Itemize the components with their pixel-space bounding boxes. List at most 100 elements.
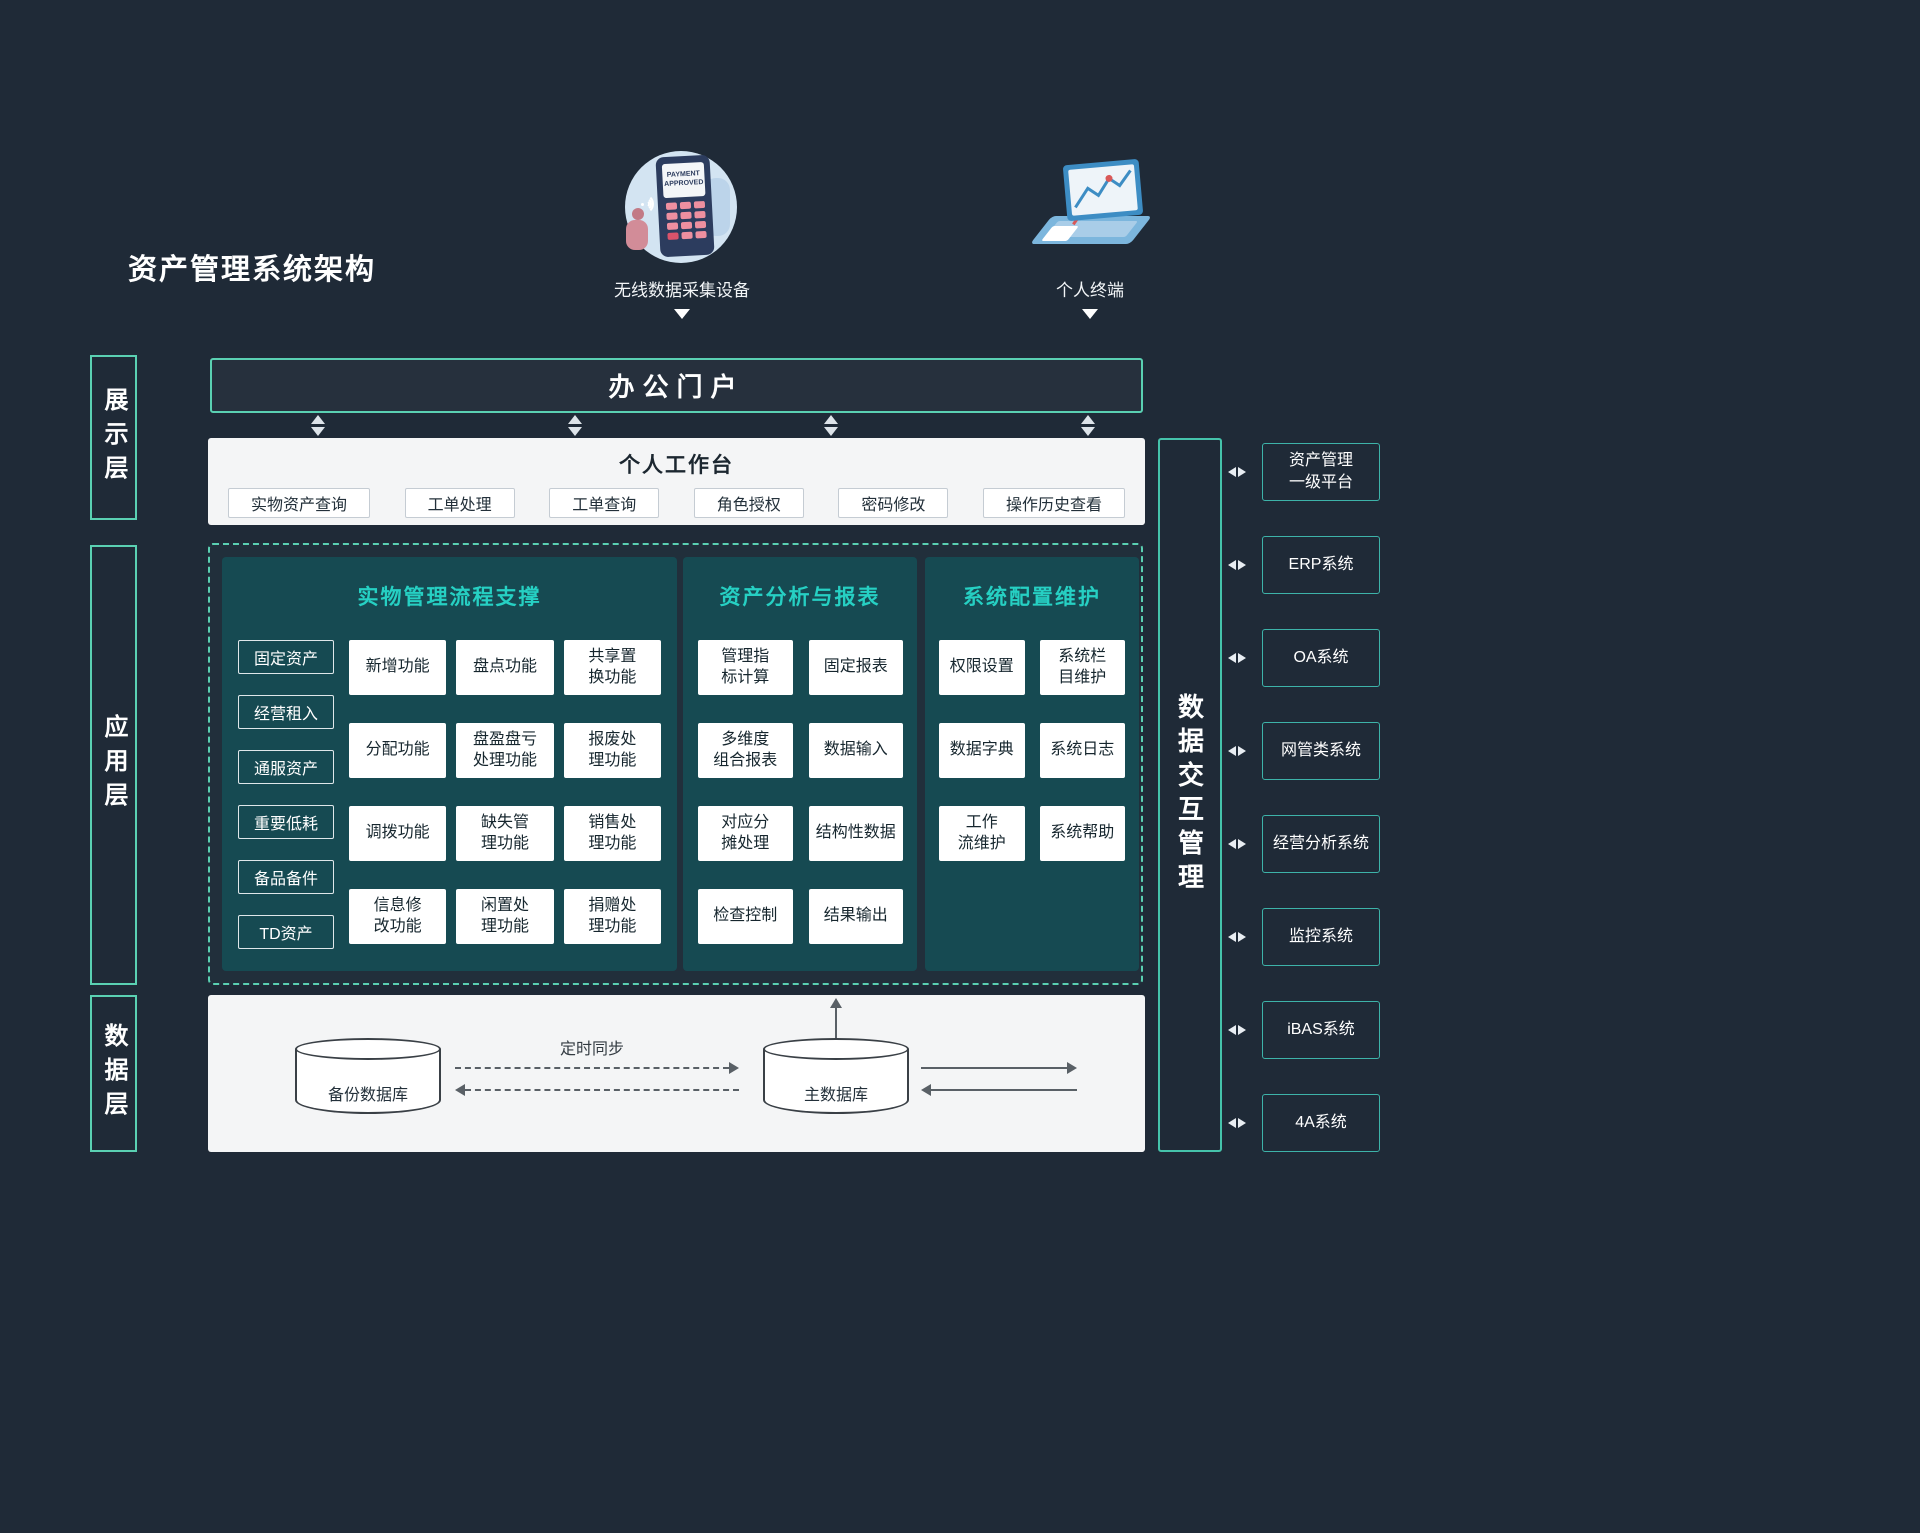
asset-type-box: 固定资产 — [238, 640, 334, 674]
double-arrow-vertical-icon — [1081, 415, 1095, 436]
double-arrow-horizontal-icon — [1226, 839, 1248, 849]
data-flow-line — [931, 1089, 1077, 1091]
double-arrow-horizontal-icon — [1226, 560, 1248, 570]
workbench-title: 个人工作台 — [619, 454, 734, 477]
contactless-icon — [632, 192, 654, 216]
function-box: 新增功能 — [349, 640, 447, 695]
panel-physical-management: 实物管理流程支撑 固定资产 经营租入 通服资产 重要低耗 备品备件 TD资产 — [222, 557, 677, 971]
external-system-box: ERP系统 — [1262, 536, 1380, 594]
external-system-box: 4A系统 — [1262, 1094, 1380, 1152]
data-layer-panel: 备份数据库 主数据库 定时同步 — [208, 995, 1145, 1152]
workbench-buttons: 实物资产查询 工单处理 工单查询 角色授权 密码修改 操作历史查看 — [228, 488, 1125, 518]
external-system-box: 监控系统 — [1262, 908, 1380, 966]
function-box: 信息修改功能 — [349, 889, 447, 944]
terminal-keypad-icon — [658, 200, 714, 241]
double-arrow-horizontal-icon — [1226, 932, 1248, 942]
wireless-device-group: PAYMENT APPROVED 无线数据采集设备 — [592, 148, 772, 319]
panel-title: 系统配置维护 — [963, 586, 1101, 609]
function-box: 分配功能 — [349, 723, 447, 778]
function-box: 管理指标计算 — [698, 640, 793, 695]
external-system-row: iBAS系统 — [1226, 1001, 1380, 1059]
layer-label-data: 数据层 — [90, 995, 137, 1152]
function-box: 权限设置 — [939, 640, 1025, 695]
laptop-screen-icon — [1062, 158, 1144, 222]
arrow-up-icon — [830, 998, 842, 1008]
function-grid: 管理指标计算 固定报表 多维度组合报表 数据输入 对应分摊处理 结构性数据 检查… — [698, 640, 903, 944]
function-box: 系统帮助 — [1039, 806, 1125, 861]
function-grid: 新增功能 盘点功能 共享置换功能 分配功能 盘盈盘亏处理功能 报废处理功能 调拨… — [349, 640, 661, 944]
function-box: 数据输入 — [808, 723, 903, 778]
function-box: 盘点功能 — [456, 640, 554, 695]
double-arrow-horizontal-icon — [1226, 746, 1248, 756]
double-arrow-horizontal-icon — [1226, 1118, 1248, 1128]
main-database-label: 主数据库 — [803, 1087, 868, 1104]
function-box: 工作流维护 — [939, 806, 1025, 861]
function-box: 结果输出 — [808, 889, 903, 944]
personal-workbench-panel: 个人工作台 实物资产查询 工单处理 工单查询 角色授权 密码修改 操作历史查看 — [208, 438, 1145, 525]
sync-arrow-line — [465, 1089, 739, 1091]
workbench-button: 工单查询 — [549, 488, 660, 518]
arrow-right-icon — [729, 1062, 739, 1074]
function-box: 检查控制 — [698, 889, 793, 944]
panel-title: 实物管理流程支撑 — [357, 586, 542, 609]
function-box: 缺失管理功能 — [456, 806, 554, 861]
external-system-row: OA系统 — [1226, 629, 1380, 687]
pos-terminal-icon: PAYMENT APPROVED — [655, 154, 715, 258]
panel-title: 资产分析与报表 — [719, 586, 881, 609]
asset-type-box: 备品备件 — [238, 860, 334, 894]
double-arrow-horizontal-icon — [1226, 1025, 1248, 1035]
function-grid: 权限设置 系统栏目维护 数据字典 系统日志 工作流维护 系统帮助 — [939, 640, 1125, 861]
asset-type-box: 通服资产 — [238, 750, 334, 784]
application-layer-container: 实物管理流程支撑 固定资产 经营租入 通服资产 重要低耗 备品备件 TD资产 — [208, 543, 1143, 985]
panel-asset-analysis: 资产分析与报表 管理指标计算 固定报表 多维度组合报表 数据输入 对应分摊处理 … — [683, 557, 917, 971]
external-system-box: iBAS系统 — [1262, 1001, 1380, 1059]
terminal-screen-text: PAYMENT APPROVED — [661, 161, 706, 199]
external-system-row: ERP系统 — [1226, 536, 1380, 594]
external-system-box: 网管类系统 — [1262, 722, 1380, 780]
external-systems-column: 资产管理一级平台 ERP系统 OA系统 网管类系统 — [1226, 443, 1380, 1152]
function-box: 系统栏目维护 — [1039, 640, 1125, 695]
workbench-button: 密码修改 — [838, 488, 949, 518]
page-title: 资产管理系统架构 — [128, 254, 377, 286]
external-system-row: 资产管理一级平台 — [1226, 443, 1380, 501]
down-arrow-icon — [1082, 309, 1098, 319]
person-body-icon — [626, 220, 648, 250]
data-flow-line — [921, 1067, 1067, 1069]
function-box: 结构性数据 — [808, 806, 903, 861]
laptop-icon — [1025, 158, 1155, 266]
function-box: 报废处理功能 — [563, 723, 661, 778]
personal-terminal-group: 个人终端 — [1000, 148, 1180, 319]
function-box: 多维度组合报表 — [698, 723, 793, 778]
workbench-button: 实物资产查询 — [228, 488, 371, 518]
function-box: 固定报表 — [808, 640, 903, 695]
double-arrow-vertical-icon — [568, 415, 582, 436]
payment-terminal-icon: PAYMENT APPROVED — [620, 148, 744, 266]
external-system-row: 监控系统 — [1226, 908, 1380, 966]
workbench-button: 工单处理 — [404, 488, 515, 518]
personal-terminal-label: 个人终端 — [1056, 281, 1124, 300]
double-arrow-vertical-icon — [311, 415, 325, 436]
workbench-button: 角色授权 — [693, 488, 804, 518]
main-database-cylinder: 主数据库 — [763, 1038, 909, 1114]
function-box: 共享置换功能 — [563, 640, 661, 695]
asset-type-box: TD资产 — [238, 915, 334, 949]
asset-type-box: 重要低耗 — [238, 805, 334, 839]
function-box: 对应分摊处理 — [698, 806, 793, 861]
sync-label: 定时同步 — [559, 1041, 624, 1058]
external-system-box: 经营分析系统 — [1262, 815, 1380, 873]
external-system-row: 经营分析系统 — [1226, 815, 1380, 873]
asset-type-list: 固定资产 经营租入 通服资产 重要低耗 备品备件 TD资产 — [238, 640, 334, 949]
function-box: 销售处理功能 — [563, 806, 661, 861]
db-up-arrow-line — [835, 1007, 837, 1038]
data-interaction-bar: 数据交互管理 — [1158, 438, 1222, 1152]
arrow-right-icon — [1067, 1062, 1077, 1074]
panel-system-config: 系统配置维护 权限设置 系统栏目维护 数据字典 系统日志 工作流维护 系统帮助 — [925, 557, 1139, 971]
down-arrow-icon — [674, 309, 690, 319]
external-system-row: 网管类系统 — [1226, 722, 1380, 780]
backup-database-cylinder: 备份数据库 — [295, 1038, 441, 1114]
double-arrow-vertical-icon — [824, 415, 838, 436]
backup-database-label: 备份数据库 — [327, 1087, 408, 1104]
function-box: 数据字典 — [939, 723, 1025, 778]
double-arrow-horizontal-icon — [1226, 467, 1248, 477]
